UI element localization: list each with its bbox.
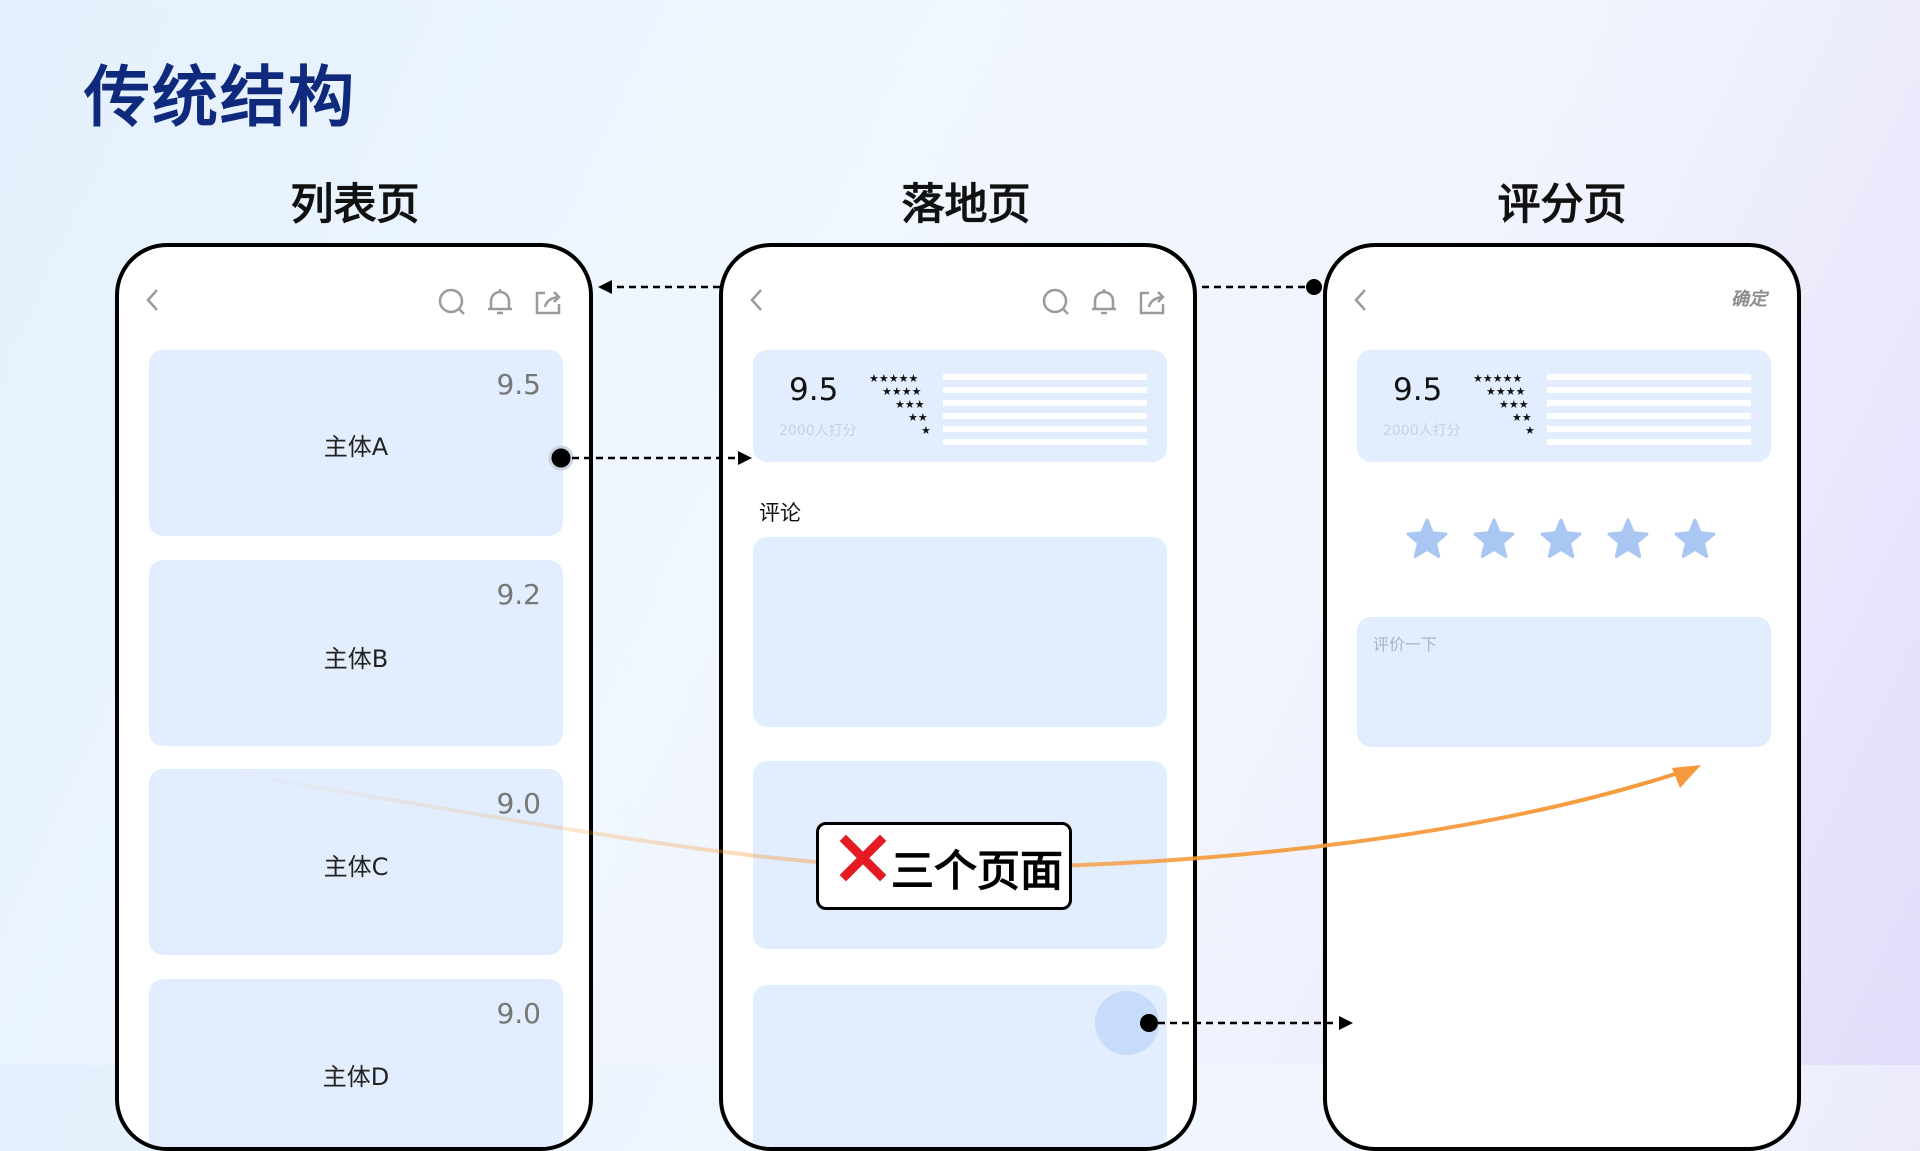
star-icon	[1607, 518, 1649, 558]
top-bar	[119, 247, 589, 317]
svg-text:★★★★★: ★★★★★	[869, 372, 918, 385]
back-icon[interactable]	[1353, 287, 1369, 313]
star-icon	[1473, 518, 1515, 558]
rating-count: 2000人打分	[779, 423, 857, 439]
item-score: 9.2	[496, 578, 541, 611]
rating-page-phone: 确定 9.5 2000人打分 ★★★★★★★★★★★★★★★ 评价一下	[1323, 243, 1801, 1151]
item-name: 主体B	[323, 645, 389, 673]
comments-heading: 评论	[759, 501, 801, 525]
svg-text:★★: ★★	[1512, 411, 1532, 424]
rating-bars	[1547, 374, 1751, 452]
confirm-button[interactable]: 确定	[1731, 289, 1767, 310]
list-page-label: 列表页	[290, 180, 420, 230]
search-icon[interactable]	[437, 287, 467, 317]
callout-text: 三个页面	[891, 847, 1063, 897]
arrow-rating-to-landing	[1202, 279, 1322, 295]
rating-count: 2000人打分	[1383, 423, 1461, 439]
svg-text:★★: ★★	[908, 411, 928, 424]
average-score: 9.5	[1393, 372, 1443, 408]
arrow-landing-to-list	[598, 280, 720, 294]
list-item[interactable]: 9.0 主体C	[149, 769, 563, 955]
top-bar: 确定	[1327, 247, 1797, 317]
rating-summary: 9.5 2000人打分 ★★★★★★★★★★★★★★★	[753, 350, 1167, 462]
comment-card	[753, 537, 1167, 727]
share-icon[interactable]	[1137, 287, 1167, 317]
share-icon[interactable]	[533, 287, 563, 317]
star-icon	[1406, 518, 1448, 558]
page-title: 传统结构	[84, 59, 356, 136]
cross-icon	[839, 834, 887, 882]
svg-text:★: ★	[1525, 424, 1535, 437]
svg-text:★★★: ★★★	[1499, 398, 1529, 411]
svg-text:★: ★	[921, 424, 931, 437]
svg-text:★★★★: ★★★★	[1486, 385, 1526, 398]
list-item[interactable]: 9.5 主体A	[149, 350, 563, 536]
search-icon[interactable]	[1041, 287, 1071, 317]
rating-bars	[943, 374, 1147, 452]
callout-box: 三个页面	[816, 822, 1072, 910]
comment-placeholder: 评价一下	[1373, 635, 1438, 654]
bell-icon[interactable]	[1089, 287, 1119, 317]
item-name: 主体C	[323, 853, 389, 881]
star-distribution-icon: ★★★★★★★★★★★★★★★	[1473, 372, 1535, 437]
star-distribution-icon: ★★★★★★★★★★★★★★★	[869, 372, 931, 437]
svg-text:★★★★★: ★★★★★	[1473, 372, 1522, 385]
arrow-list-to-landing	[548, 445, 752, 471]
list-page-phone: 9.5 主体A 9.2 主体B 9.0 主体C 9.0 主体D	[115, 243, 593, 1151]
item-score: 9.5	[496, 368, 541, 401]
back-icon[interactable]	[749, 287, 765, 313]
item-name: 主体A	[323, 433, 389, 461]
rating-summary: 9.5 2000人打分 ★★★★★★★★★★★★★★★	[1357, 350, 1771, 462]
star-icon	[1540, 518, 1582, 558]
back-icon[interactable]	[145, 287, 161, 313]
svg-text:★★★★: ★★★★	[882, 385, 922, 398]
top-bar	[723, 247, 1193, 317]
bell-icon[interactable]	[485, 287, 515, 317]
average-score: 9.5	[789, 372, 839, 408]
star-icon	[1674, 518, 1716, 558]
comment-input[interactable]: 评价一下	[1357, 617, 1771, 747]
landing-page-label: 落地页	[901, 180, 1031, 230]
list-item[interactable]: 9.2 主体B	[149, 560, 563, 746]
svg-text:★★★: ★★★	[895, 398, 925, 411]
arrow-landing-to-rating	[1095, 991, 1353, 1055]
item-score: 9.0	[496, 997, 541, 1030]
star-rating-input[interactable]	[1405, 517, 1725, 567]
rating-page-label: 评分页	[1497, 180, 1627, 230]
item-score: 9.0	[496, 787, 541, 820]
